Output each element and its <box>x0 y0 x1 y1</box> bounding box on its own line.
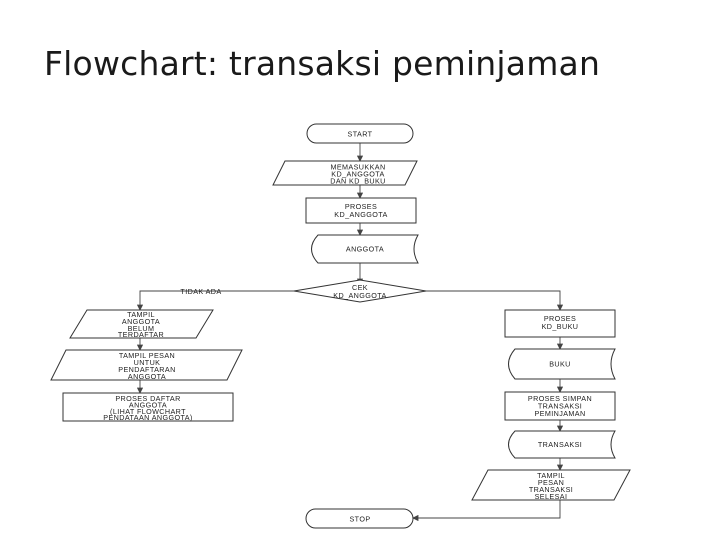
input-parallelogram: MEMASUKKAN KD_ANGGOTA DAN KD_BUKU <box>272 160 418 186</box>
tampil-pesan-line-1: TAMPIL PESAN <box>119 351 175 360</box>
buku-store-label: BUKU <box>549 360 571 369</box>
process-kd-buku: PROSES KD_BUKU <box>504 309 616 338</box>
proses-daftar-line-2: ANGGOTA <box>129 401 167 410</box>
display-transaksi-selesai: TAMPIL PESAN TRANSAKSI SELESAI <box>471 469 631 501</box>
stop-terminator: STOP <box>305 508 414 529</box>
tampil-selesai-line-3: TRANSAKSI <box>529 485 573 494</box>
start-label: START <box>348 130 373 139</box>
tampil-pesan-line-4: ANGGOTA <box>128 372 166 381</box>
input-line-2: KD_ANGGOTA <box>331 170 384 179</box>
start-terminator: START <box>306 123 414 144</box>
arrow-decision-to-left <box>136 290 294 311</box>
proses-buku-line-1: PROSES <box>544 314 576 323</box>
anggota-store-label: ANGGOTA <box>346 245 384 254</box>
proses-simpan-line-1: PROSES SIMPAN <box>528 394 592 403</box>
stop-label: STOP <box>349 515 370 524</box>
buku-stored-data: BUKU <box>508 348 616 380</box>
display-pesan-pendaftaran: TAMPIL PESAN UNTUK PENDAFTARAN ANGGOTA <box>50 349 243 381</box>
tampil-belum-line-4: TERDAFTAR <box>118 330 164 339</box>
arrow-selesai-to-stop <box>412 500 561 522</box>
slide-title: Flowchart: transaksi peminjaman <box>44 44 601 83</box>
tampil-selesai-line-4: SELESAI <box>535 492 568 501</box>
tampil-selesai-line-1: TAMPIL <box>537 471 565 480</box>
proses-simpan-line-3: PEMINJAMAN <box>534 409 585 418</box>
branch-no-label: TIDAK ADA <box>180 287 221 296</box>
tampil-pesan-line-2: UNTUK <box>134 358 161 367</box>
process-daftar-anggota: PROSES DAFTAR ANGGOTA (LIHAT FLOWCHART P… <box>62 392 234 422</box>
decision-line-2: KD_ANGGOTA <box>333 291 386 300</box>
transaksi-store-label: TRANSAKSI <box>538 440 582 449</box>
anggota-stored-data: ANGGOTA <box>311 234 419 264</box>
proses-daftar-line-3: (LIHAT FLOWCHART <box>110 407 186 416</box>
proses-anggota-line-1: PROSES <box>345 202 377 211</box>
connectors <box>136 143 564 522</box>
process-kd-anggota: PROSES KD_ANGGOTA <box>305 197 417 224</box>
input-line-3: DAN KD_BUKU <box>330 177 386 186</box>
process-simpan-transaksi: PROSES SIMPAN TRANSAKSI PEMINJAMAN <box>504 391 616 421</box>
tampil-belum-line-3: BELUM <box>128 324 155 333</box>
tampil-belum-line-1: TAMPIL <box>127 310 155 319</box>
proses-simpan-line-2: TRANSAKSI <box>538 402 582 411</box>
proses-daftar-line-1: PROSES DAFTAR <box>115 394 180 403</box>
tampil-pesan-line-3: PENDAFTARAN <box>118 365 175 374</box>
arrow-decision-to-right <box>426 290 564 311</box>
proses-anggota-line-2: KD_ANGGOTA <box>334 210 387 219</box>
proses-daftar-line-4: PENDATAAN ANGGOTA) <box>103 413 192 422</box>
decision-line-1: CEK <box>352 283 368 292</box>
proses-buku-line-2: KD_BUKU <box>542 322 579 331</box>
tampil-selesai-line-2: PESAN <box>538 478 564 487</box>
decision-cek-kd-anggota: CEK KD_ANGGOTA <box>293 279 427 303</box>
input-line-1: MEMASUKKAN <box>330 163 385 172</box>
tampil-belum-line-2: ANGGOTA <box>122 317 160 326</box>
display-anggota-belum-terdaftar: TAMPIL ANGGOTA BELUM TERDAFTAR <box>69 309 214 339</box>
transaksi-stored-data: TRANSAKSI <box>508 430 616 459</box>
